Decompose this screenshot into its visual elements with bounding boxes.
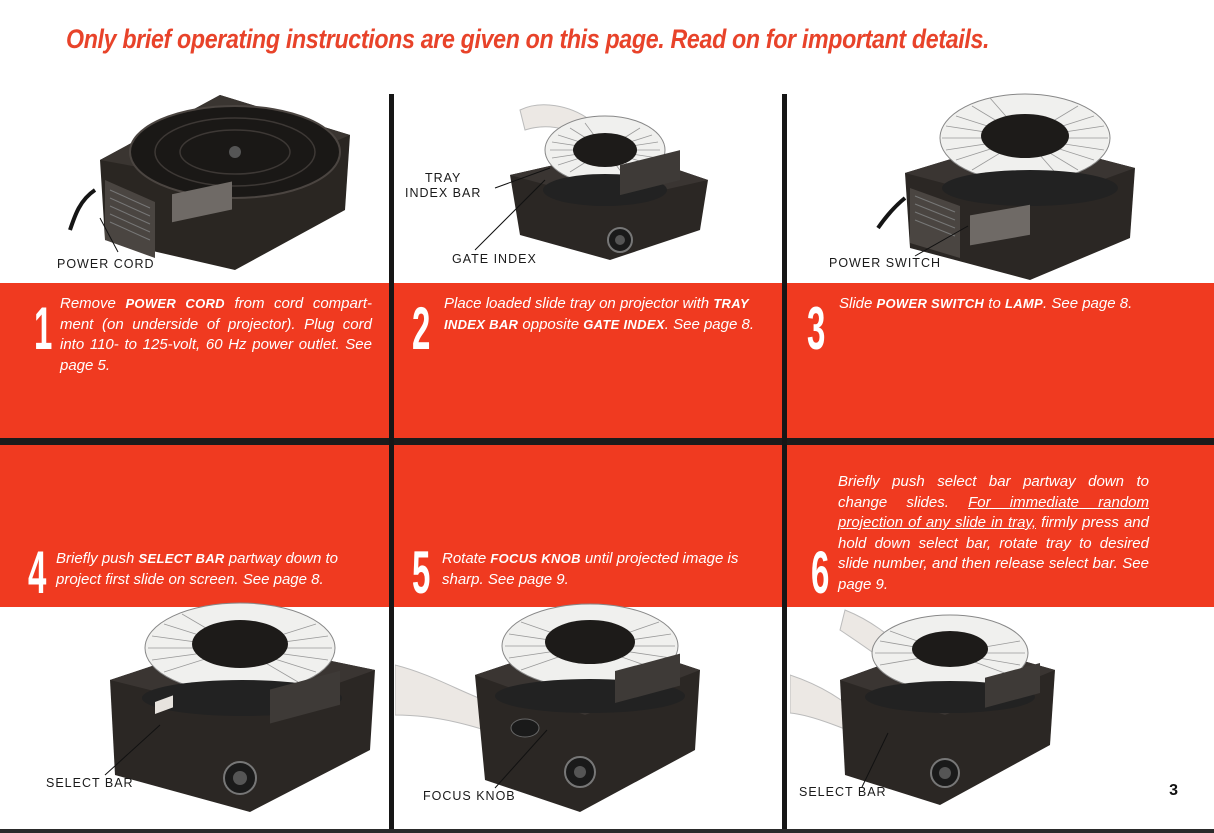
step-text-5: Rotate FOCUS KNOB until projected image … bbox=[442, 550, 739, 588]
step-text-1: Remove POWER CORD from cord compart-ment… bbox=[60, 295, 372, 374]
step-text-6: Briefly push select bar partway down to … bbox=[838, 473, 1149, 593]
step-number-5: 5 bbox=[412, 539, 431, 606]
page-number: 3 bbox=[1169, 782, 1178, 799]
step-number-2: 2 bbox=[412, 295, 431, 362]
projector-photo-load-tray bbox=[510, 104, 708, 260]
vertical-divider-1 bbox=[389, 94, 394, 833]
projector-photo-random-select bbox=[790, 609, 1055, 805]
step-3: 3 Slide POWER SWITCH to LAMP. See page 8… bbox=[787, 283, 1214, 440]
step-number-3: 3 bbox=[807, 295, 826, 362]
page-headline: Only brief operating instructions are gi… bbox=[66, 24, 990, 54]
step-4: 4 Briefly push SELECT BAR partway down t… bbox=[0, 445, 389, 607]
red-band-bottom bbox=[0, 445, 1214, 607]
step-number-4: 4 bbox=[28, 539, 47, 606]
label-tray-index-bar: TRAY INDEX BAR bbox=[405, 171, 481, 201]
step-1: 1 Remove POWER CORD from cord compart-me… bbox=[0, 283, 389, 440]
red-band-top bbox=[0, 283, 1214, 440]
leader-lines-2 bbox=[474, 167, 551, 251]
label-tray-line1: TRAY bbox=[424, 171, 462, 185]
projector-photo-power-cord bbox=[68, 95, 350, 270]
label-power-cord: POWER CORD bbox=[57, 257, 155, 271]
label-gate-index: GATE INDEX bbox=[452, 252, 537, 266]
step-number-1: 1 bbox=[34, 295, 53, 362]
label-select-bar-right: SELECT BAR bbox=[799, 785, 887, 799]
horizontal-divider bbox=[0, 438, 1214, 445]
bottom-rule bbox=[0, 829, 1214, 833]
step-text-2: Place loaded slide tray on projector wit… bbox=[444, 295, 755, 333]
step-number-6: 6 bbox=[811, 539, 830, 606]
step-5: 5 Rotate FOCUS KNOB until projected imag… bbox=[394, 445, 782, 607]
projector-photo-select-bar bbox=[110, 602, 375, 812]
projector-photo-focus-knob bbox=[395, 603, 700, 812]
step-6: 6 Briefly push select bar partway down t… bbox=[787, 445, 1214, 607]
step-text-3: Slide POWER SWITCH to LAMP. See page 8. bbox=[839, 295, 1133, 312]
leader-line-4 bbox=[104, 724, 161, 776]
label-tray-line2: INDEX BAR bbox=[405, 186, 482, 200]
projector-photo-power-switch bbox=[876, 93, 1135, 280]
label-select-bar-left: SELECT BAR bbox=[46, 776, 134, 790]
step-text-4: Briefly push SELECT BAR partway down to … bbox=[56, 550, 339, 588]
step-2: 2 Place loaded slide tray on projector w… bbox=[394, 283, 782, 440]
label-focus-knob: FOCUS KNOB bbox=[423, 789, 516, 803]
label-power-switch: POWER SWITCH bbox=[829, 256, 941, 270]
vertical-divider-2 bbox=[782, 94, 787, 833]
